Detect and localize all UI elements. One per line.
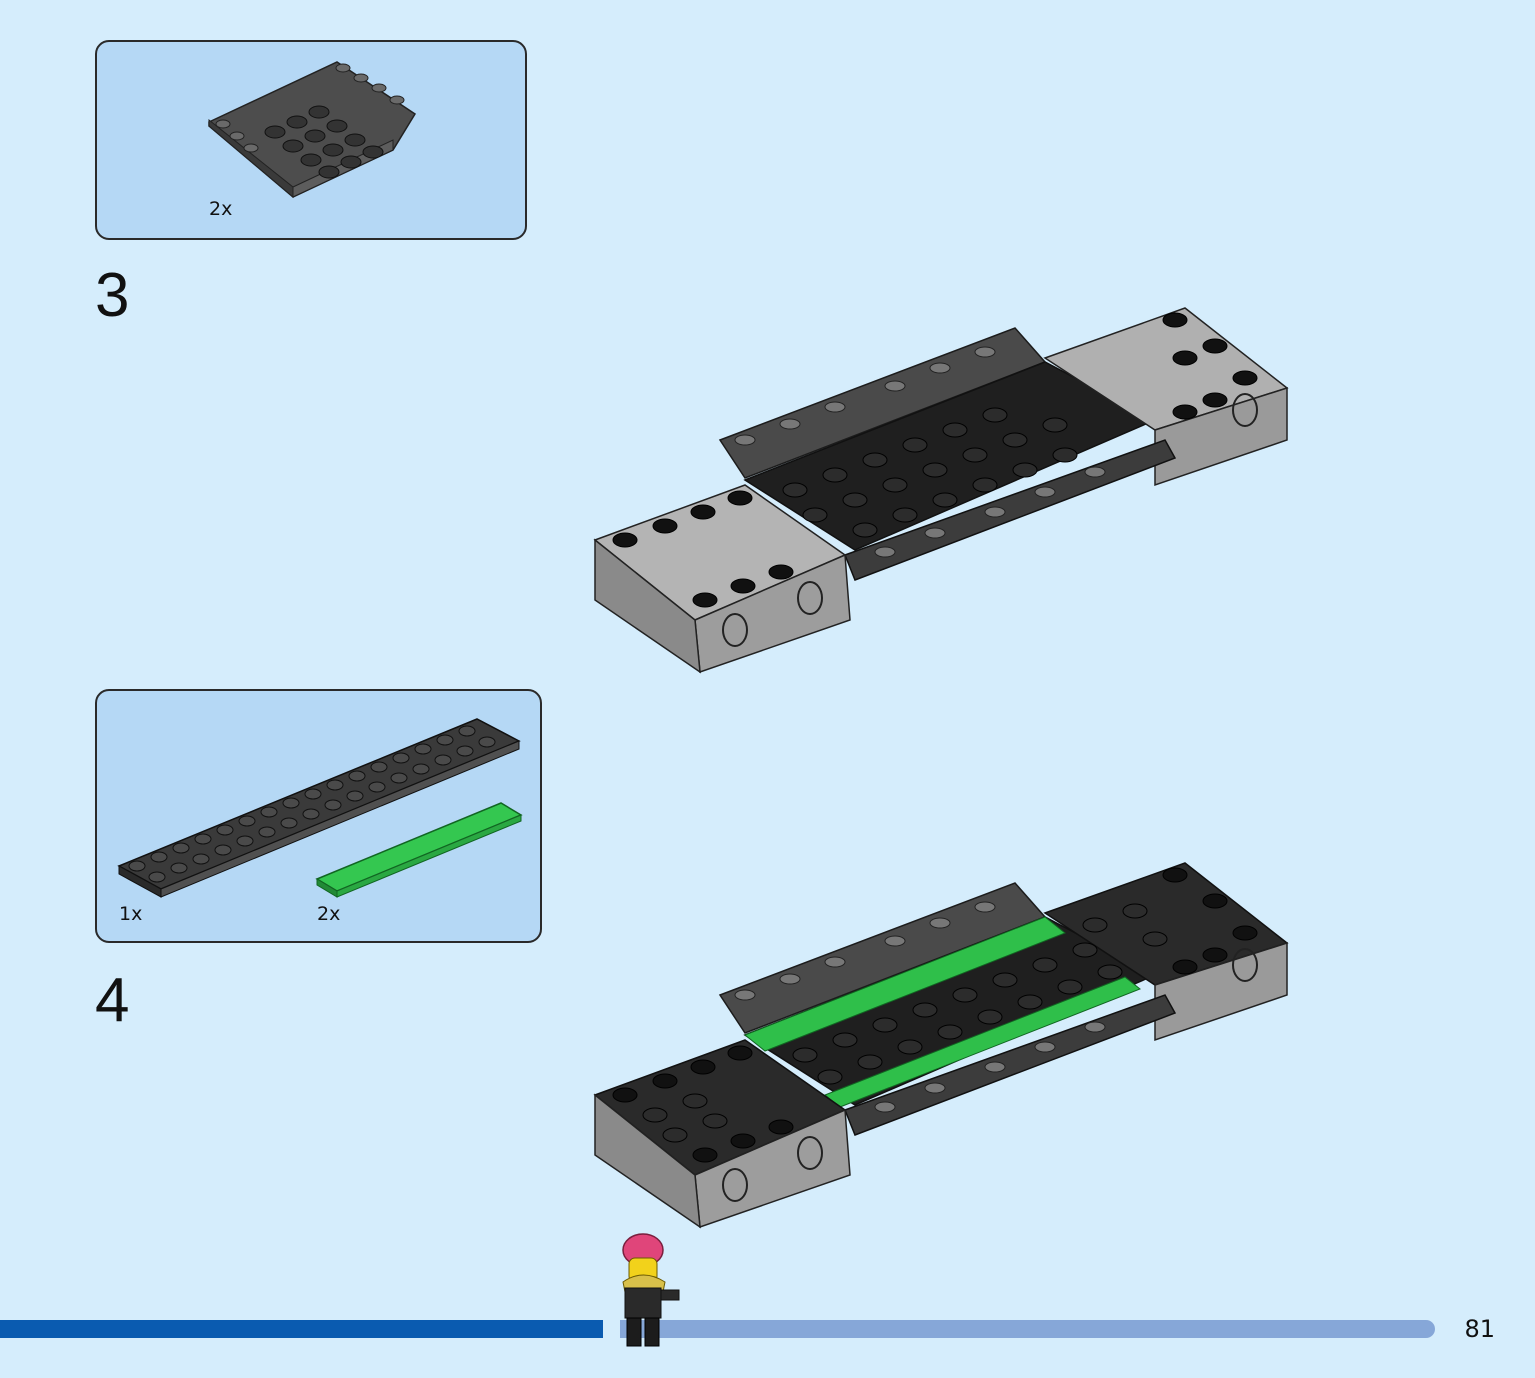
parts-box-step-4: 1x 2x <box>95 689 542 943</box>
parts-box-step-3: 2x <box>95 40 527 240</box>
long-plate-icon <box>117 718 521 898</box>
step-4-model-image <box>593 862 1289 1229</box>
progress-fill <box>0 1320 603 1338</box>
step-number-3: 3 <box>95 261 130 330</box>
page-number: 81 <box>1464 1315 1495 1343</box>
progress-track <box>620 1320 1435 1338</box>
step-number-4: 4 <box>95 966 130 1035</box>
part-quantity: 1x <box>119 903 143 925</box>
inverted-slope-brick-icon <box>208 61 417 199</box>
green-tile-icon <box>315 802 523 898</box>
part-quantity: 2x <box>209 198 233 220</box>
minifigure-progress-marker <box>622 1233 680 1347</box>
step-3-model-image <box>593 307 1289 674</box>
part-quantity: 2x <box>317 903 341 925</box>
